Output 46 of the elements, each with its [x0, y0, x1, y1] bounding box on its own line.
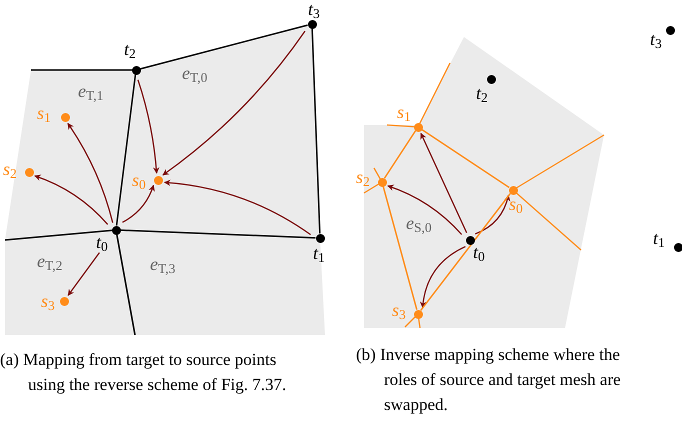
point-label: s$_{2}$ [3, 160, 17, 178]
point-label: s$_{3}$ [41, 292, 55, 310]
subfigure-caption: (b) Inverse mapping scheme where the roles of source and target mesh are swapped. [356, 344, 622, 416]
target-point [132, 66, 140, 74]
mesh-line [116, 74, 136, 226]
element-label: e$_{T,1}$ [78, 82, 104, 100]
arrow [474, 194, 510, 235]
arrow [162, 30, 306, 176]
target-point [666, 26, 674, 34]
arrow [164, 180, 311, 236]
mesh-line [311, 28, 321, 234]
target-point [308, 20, 316, 28]
point-label: s$_{0}$ [132, 171, 146, 189]
arrow [387, 184, 462, 235]
point-label: s$_{2}$ [356, 168, 370, 186]
mesh-line [384, 130, 416, 179]
subfigure-caption: (a) Mapping from target to source points using the reverse scheme of Fig. 7.37. [0, 349, 288, 396]
point-label: t$_{3}$ [308, 0, 320, 18]
point-label: s$_{3}$ [392, 301, 406, 319]
point-label: s$_{0}$ [509, 195, 523, 213]
point-label: t$_{1}$ [653, 229, 665, 247]
arrow [122, 184, 155, 223]
mesh-line [420, 193, 511, 311]
element-label: e$_{T,2}$ [37, 252, 62, 270]
arrow [67, 122, 114, 223]
point-label: t$_{2}$ [476, 84, 488, 102]
mesh-line [140, 24, 308, 70]
element-label: e$_{S,0}$ [406, 214, 432, 232]
point-label: t$_{0}$ [96, 233, 108, 251]
arrow [34, 174, 108, 225]
point-label: t$_{2}$ [124, 40, 136, 58]
mesh-line [120, 229, 316, 239]
target-point [674, 242, 682, 252]
element-label: e$_{T,3}$ [150, 255, 176, 273]
element-label: e$_{T,0}$ [182, 64, 208, 82]
mesh-line [421, 128, 510, 188]
point-label: t$_{3}$ [650, 30, 662, 48]
arrow [420, 132, 468, 233]
arrow [137, 80, 160, 174]
point-label: t$_{0}$ [473, 243, 485, 261]
arrow [68, 252, 100, 296]
mesh-line [382, 186, 418, 310]
arrow [420, 246, 466, 308]
point-label: s$_{1}$ [397, 103, 411, 121]
point-label: s$_{1}$ [37, 104, 51, 122]
point-label: t$_{1}$ [313, 244, 325, 262]
